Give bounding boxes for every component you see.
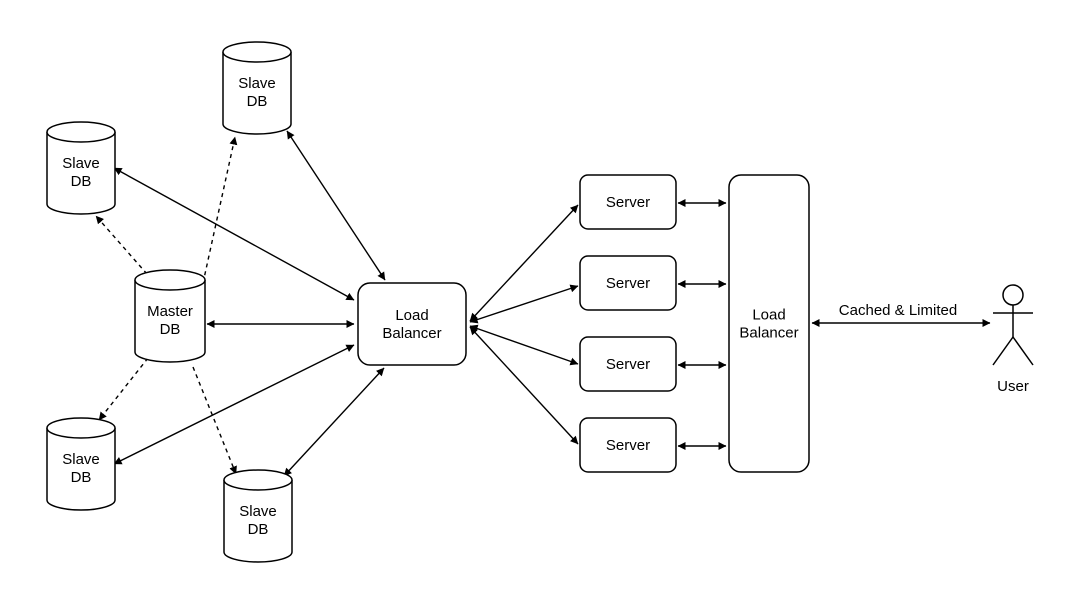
server-2-label-line-1: Server xyxy=(606,275,650,292)
stick-figure-user-icon xyxy=(992,284,1034,366)
edges-layer: Cached & Limited xyxy=(95,130,991,477)
master-db-label-line-1: Master xyxy=(147,303,193,320)
database-cylinder-icon xyxy=(222,41,292,135)
server-4-label-line-1: Server xyxy=(606,437,650,454)
slave-db-bottom-label-line-2: DB xyxy=(248,521,269,538)
edge-load-balancer-db-to-slave-db-left-top xyxy=(113,167,355,301)
server-1: Server xyxy=(579,174,677,230)
cylinder-rim xyxy=(46,131,116,143)
load-balancer-db-label-line-2: Balancer xyxy=(382,325,441,342)
slave-db-left-top-label-line-2: DB xyxy=(71,173,92,190)
edge-master-db-to-slave-db-top xyxy=(202,136,238,284)
database-cylinder-icon xyxy=(46,417,116,511)
server-1-label-line-1: Server xyxy=(606,194,650,211)
edge-load-balancer-db-to-slave-db-bottom xyxy=(283,367,385,477)
edge-label-cached-limited: Cached & Limited xyxy=(839,302,957,319)
cylinder-rim xyxy=(134,279,206,291)
load-balancer-front-label-line-1: Load xyxy=(752,307,785,324)
server-4: Server xyxy=(579,417,677,473)
slave-db-left-top-label-line-1: Slave xyxy=(62,155,100,172)
slave-db-top-label-line-1: Slave xyxy=(238,75,276,92)
load-balancer-front-box xyxy=(728,174,810,473)
slave-db-left-bottom-label-line-2: DB xyxy=(71,469,92,486)
server-2: Server xyxy=(579,255,677,311)
slave-db-bottom-label-line-1: Slave xyxy=(239,503,277,520)
user-label-line-1: User xyxy=(997,378,1029,395)
database-cylinder-icon xyxy=(46,121,116,215)
master-db-label-line-2: DB xyxy=(160,321,181,338)
server-1-box xyxy=(579,174,677,230)
server-2-box xyxy=(579,255,677,311)
load-balancer-front-label-line-2: Balancer xyxy=(739,325,798,342)
edge-master-db-to-slave-db-bottom xyxy=(192,366,237,475)
cylinder-rim xyxy=(223,479,293,491)
load-balancer-db-box xyxy=(357,282,467,366)
cylinder-rim xyxy=(222,51,292,63)
edge-load-balancer-db-to-server-2 xyxy=(469,284,579,324)
user: User xyxy=(992,284,1034,395)
edge-load-balancer-db-to-slave-db-left-bottom xyxy=(113,344,355,465)
load-balancer-db-label-line-1: Load xyxy=(395,307,428,324)
server-3-label-line-1: Server xyxy=(606,356,650,373)
server-3: Server xyxy=(579,336,677,392)
edge-master-db-to-slave-db-left-top xyxy=(95,215,148,275)
database-cylinder-icon xyxy=(223,469,293,563)
slave-db-top-label-line-2: DB xyxy=(247,93,268,110)
server-3-box xyxy=(579,336,677,392)
nodes-layer: SlaveDBSlaveDBMasterDBSlaveDBSlaveDBLoad… xyxy=(46,41,1034,563)
server-4-box xyxy=(579,417,677,473)
edge-load-balancer-db-to-server-4 xyxy=(469,326,579,445)
edge-master-db-to-slave-db-left-bottom xyxy=(98,357,149,421)
cylinder-rim xyxy=(46,427,116,439)
edge-load-balancer-db-to-slave-db-top xyxy=(286,130,386,281)
slave-db-left-bottom-label-line-1: Slave xyxy=(62,451,100,468)
database-cylinder-icon xyxy=(134,269,206,363)
